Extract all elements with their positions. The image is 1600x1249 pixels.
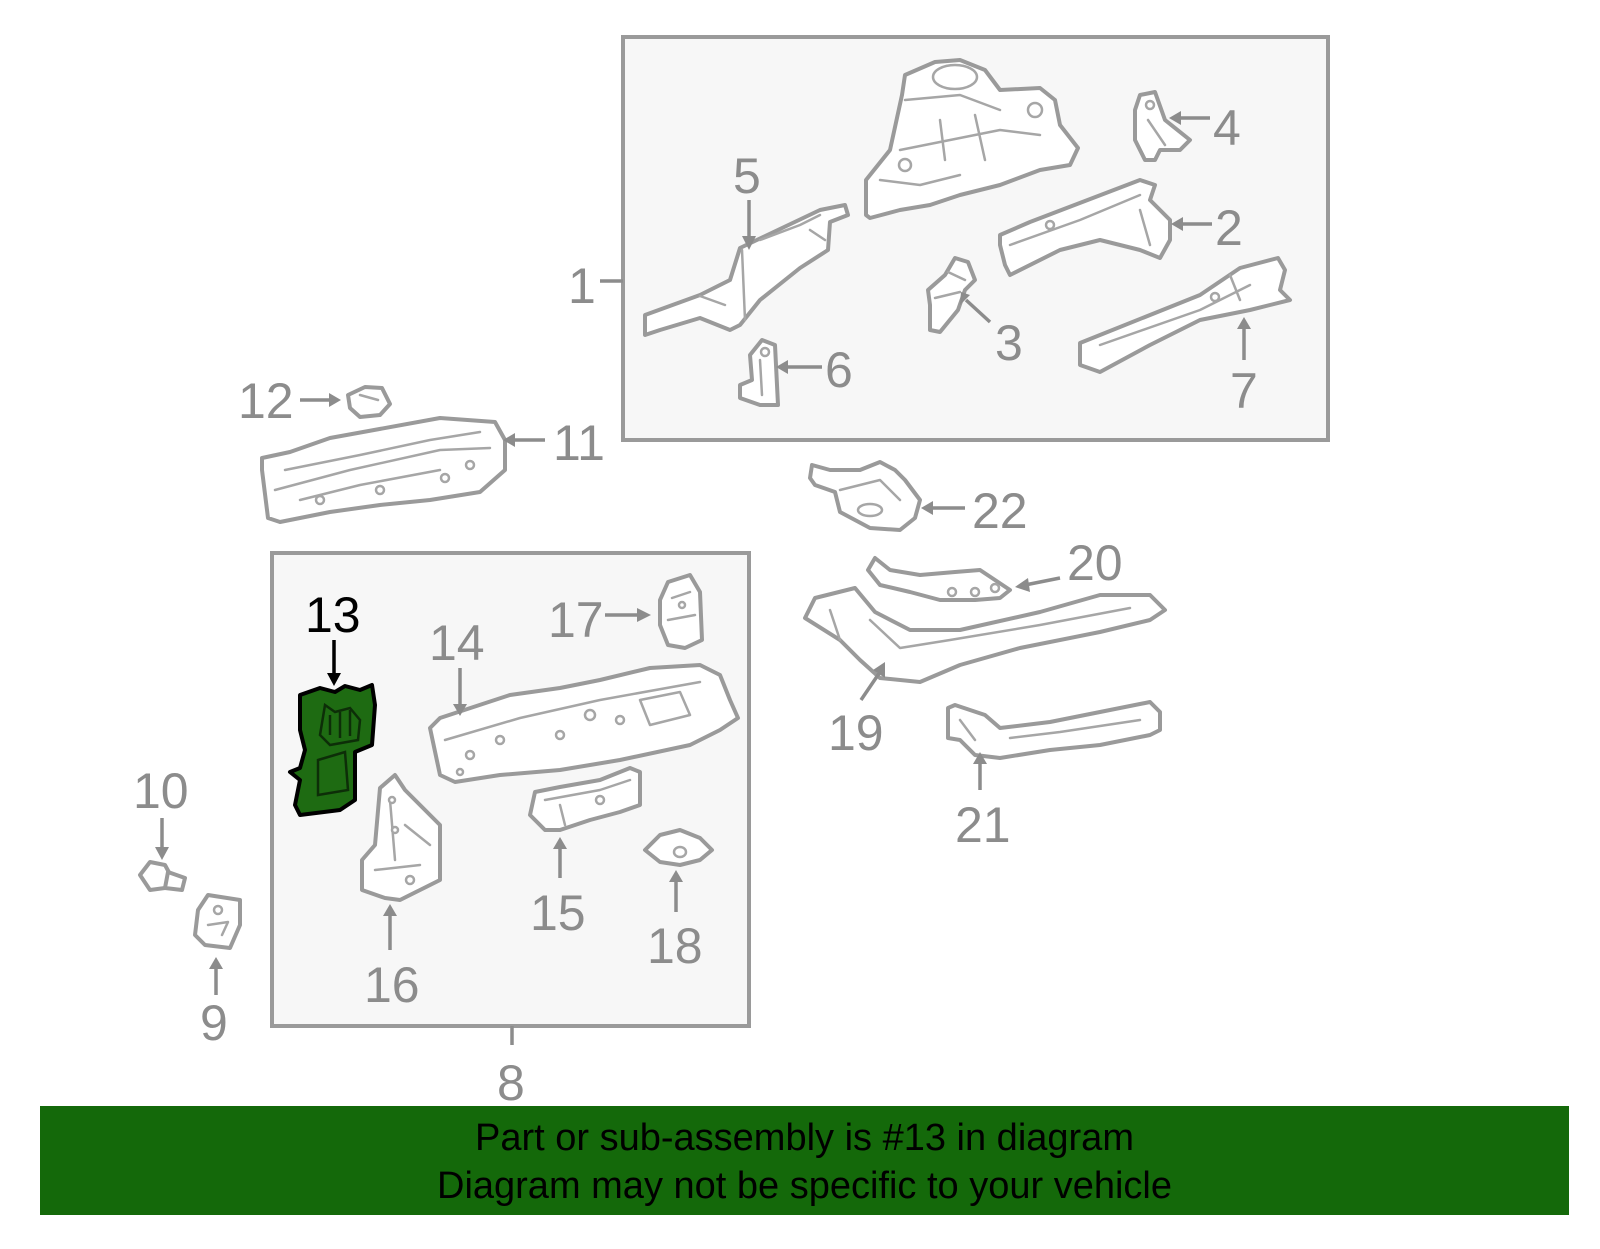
callout-22[interactable]: 22 bbox=[972, 483, 1028, 539]
callout-10[interactable]: 10 bbox=[133, 763, 189, 819]
callout-19[interactable]: 19 bbox=[828, 705, 884, 761]
part-20[interactable] bbox=[866, 556, 1012, 602]
part-9-plate[interactable] bbox=[193, 893, 242, 950]
banner-line-1: Part or sub-assembly is #13 in diagram bbox=[475, 1117, 1134, 1159]
leader-3 bbox=[964, 298, 992, 324]
callout-6[interactable]: 6 bbox=[825, 342, 853, 398]
callout-2[interactable]: 2 bbox=[1215, 200, 1243, 256]
part-13-highlighted[interactable] bbox=[288, 683, 377, 817]
callout-1[interactable]: 1 bbox=[568, 258, 596, 314]
callout-13[interactable]: 13 bbox=[305, 587, 361, 643]
callout-18[interactable]: 18 bbox=[647, 918, 703, 974]
part-11[interactable] bbox=[260, 416, 507, 524]
part-10-bolt[interactable] bbox=[138, 860, 187, 892]
callout-20[interactable]: 20 bbox=[1067, 535, 1123, 591]
part-17[interactable] bbox=[658, 573, 704, 650]
part-3[interactable] bbox=[926, 256, 977, 334]
banner-line-2: Diagram may not be specific to your vehi… bbox=[437, 1165, 1172, 1207]
callout-11[interactable]: 11 bbox=[553, 415, 605, 471]
part-6[interactable] bbox=[738, 338, 780, 407]
callout-8[interactable]: 8 bbox=[497, 1055, 525, 1111]
callout-14[interactable]: 14 bbox=[429, 615, 485, 671]
callout-21[interactable]: 21 bbox=[955, 797, 1011, 853]
callout-3[interactable]: 3 bbox=[995, 315, 1023, 371]
leader-20 bbox=[1024, 576, 1061, 587]
part-4[interactable] bbox=[1133, 90, 1192, 162]
leader-19 bbox=[859, 671, 882, 701]
part-15[interactable] bbox=[528, 766, 642, 832]
part-2[interactable] bbox=[998, 178, 1172, 277]
info-banner: Part or sub-assembly is #13 in diagram D… bbox=[40, 1106, 1569, 1215]
callout-16[interactable]: 16 bbox=[364, 957, 420, 1013]
part-19[interactable] bbox=[803, 586, 1167, 684]
callout-12[interactable]: 12 bbox=[238, 373, 294, 429]
callout-15[interactable]: 15 bbox=[530, 885, 586, 941]
part-12[interactable] bbox=[346, 385, 392, 419]
part-16[interactable] bbox=[360, 773, 442, 902]
part-18[interactable] bbox=[643, 828, 714, 867]
part-wheelhouse[interactable] bbox=[864, 58, 1080, 220]
part-14[interactable] bbox=[428, 663, 740, 784]
callout-4[interactable]: 4 bbox=[1213, 100, 1241, 156]
callout-9[interactable]: 9 bbox=[200, 995, 228, 1051]
part-5[interactable] bbox=[643, 203, 850, 337]
part-21[interactable] bbox=[946, 700, 1162, 760]
part-22[interactable] bbox=[808, 460, 922, 532]
callout-17[interactable]: 17 bbox=[548, 592, 604, 648]
callout-5[interactable]: 5 bbox=[733, 148, 761, 204]
part-7[interactable] bbox=[1078, 256, 1292, 374]
callout-7[interactable]: 7 bbox=[1230, 363, 1258, 419]
